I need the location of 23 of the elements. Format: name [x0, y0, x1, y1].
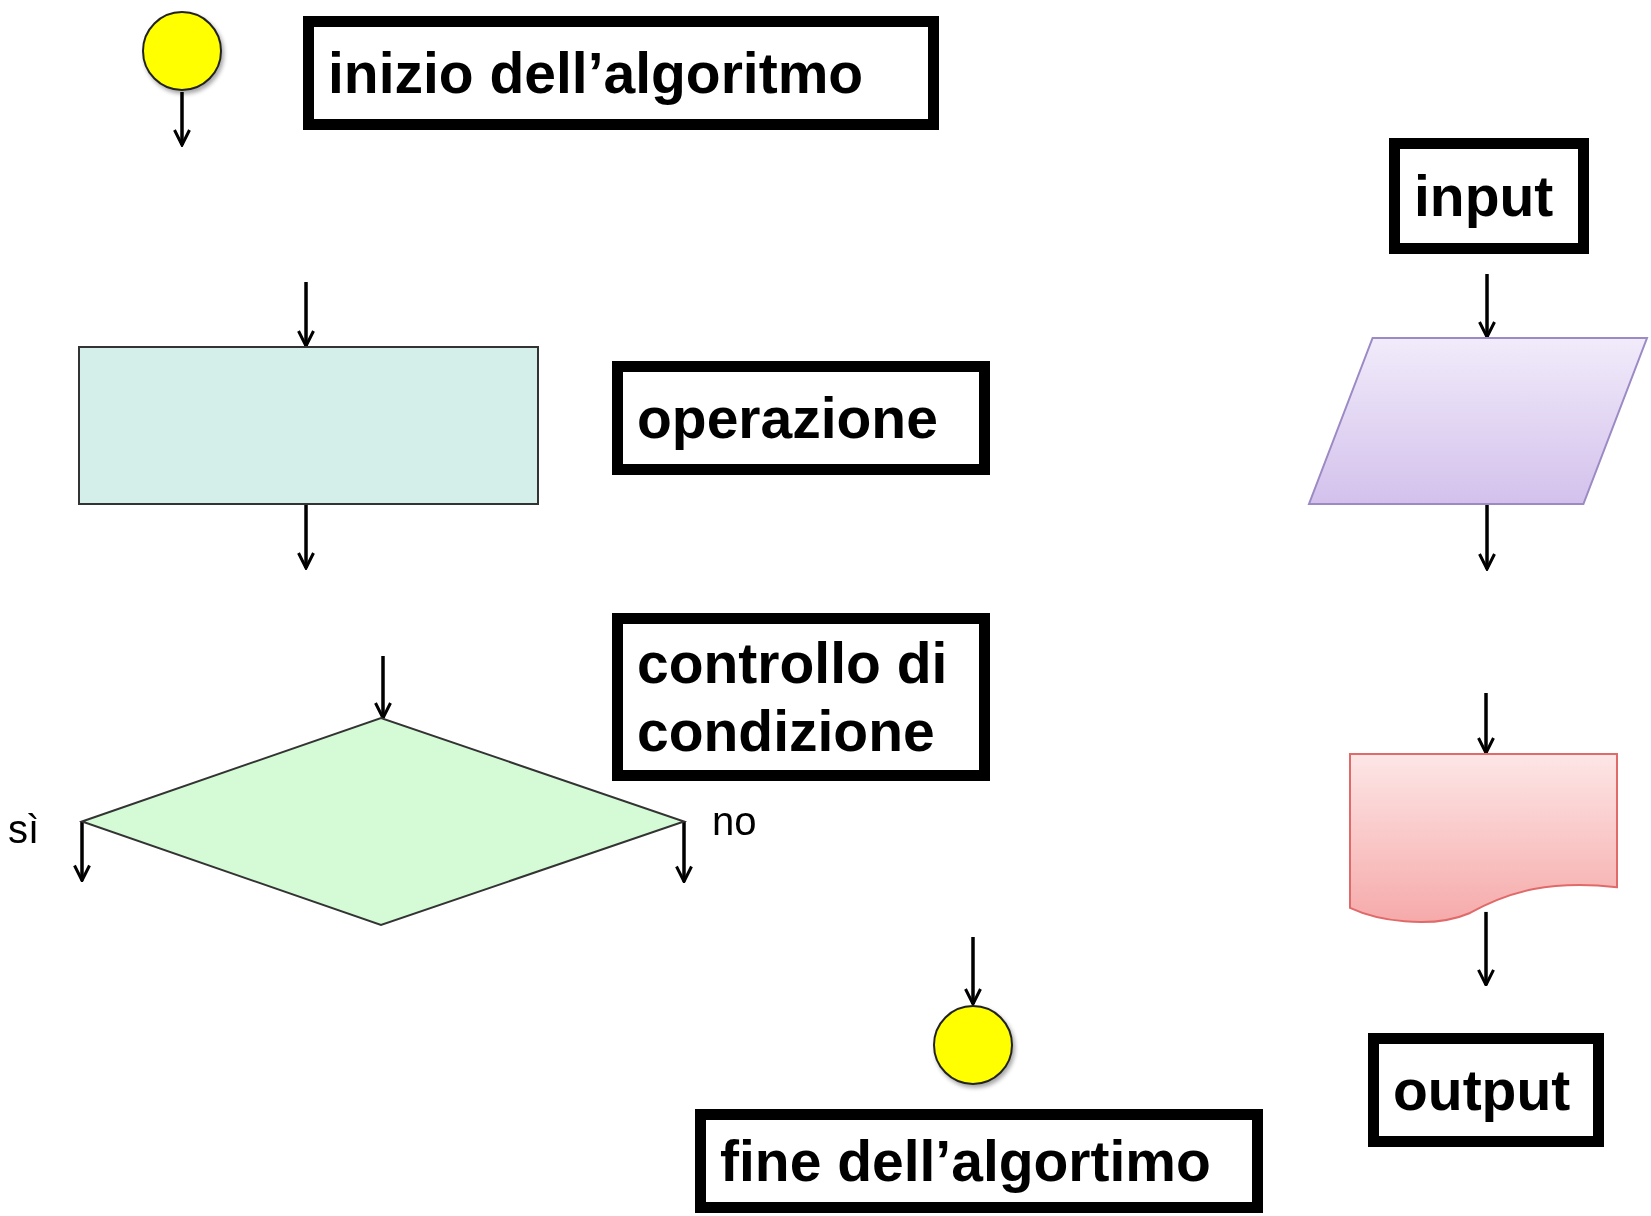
arrow: [964, 937, 982, 1006]
symbol-name: fine dell’algortimo: [720, 1127, 1211, 1195]
symbol-name: controllo di condizione: [637, 629, 949, 765]
symbol-name: inizio dell’algoritmo: [328, 39, 864, 107]
symbol-name: output: [1393, 1056, 1571, 1124]
arrow: [675, 821, 693, 883]
label-box: [1389, 138, 1589, 254]
arrow: [1477, 911, 1495, 987]
arrow: [173, 92, 191, 147]
label-box: [695, 1109, 1263, 1213]
arrow: [297, 505, 315, 570]
label-box: [612, 361, 990, 475]
label-box: [1368, 1033, 1604, 1147]
arrow: [1478, 274, 1496, 339]
arrow: [374, 656, 392, 720]
arrow: [1478, 505, 1496, 571]
arrow: [297, 282, 315, 348]
arrow: [73, 821, 91, 882]
symbol-name: input: [1414, 162, 1554, 230]
symbol-name: operazione: [637, 384, 938, 452]
arrow: [1477, 693, 1495, 755]
label-box: [612, 613, 990, 781]
label-box: [303, 16, 939, 130]
